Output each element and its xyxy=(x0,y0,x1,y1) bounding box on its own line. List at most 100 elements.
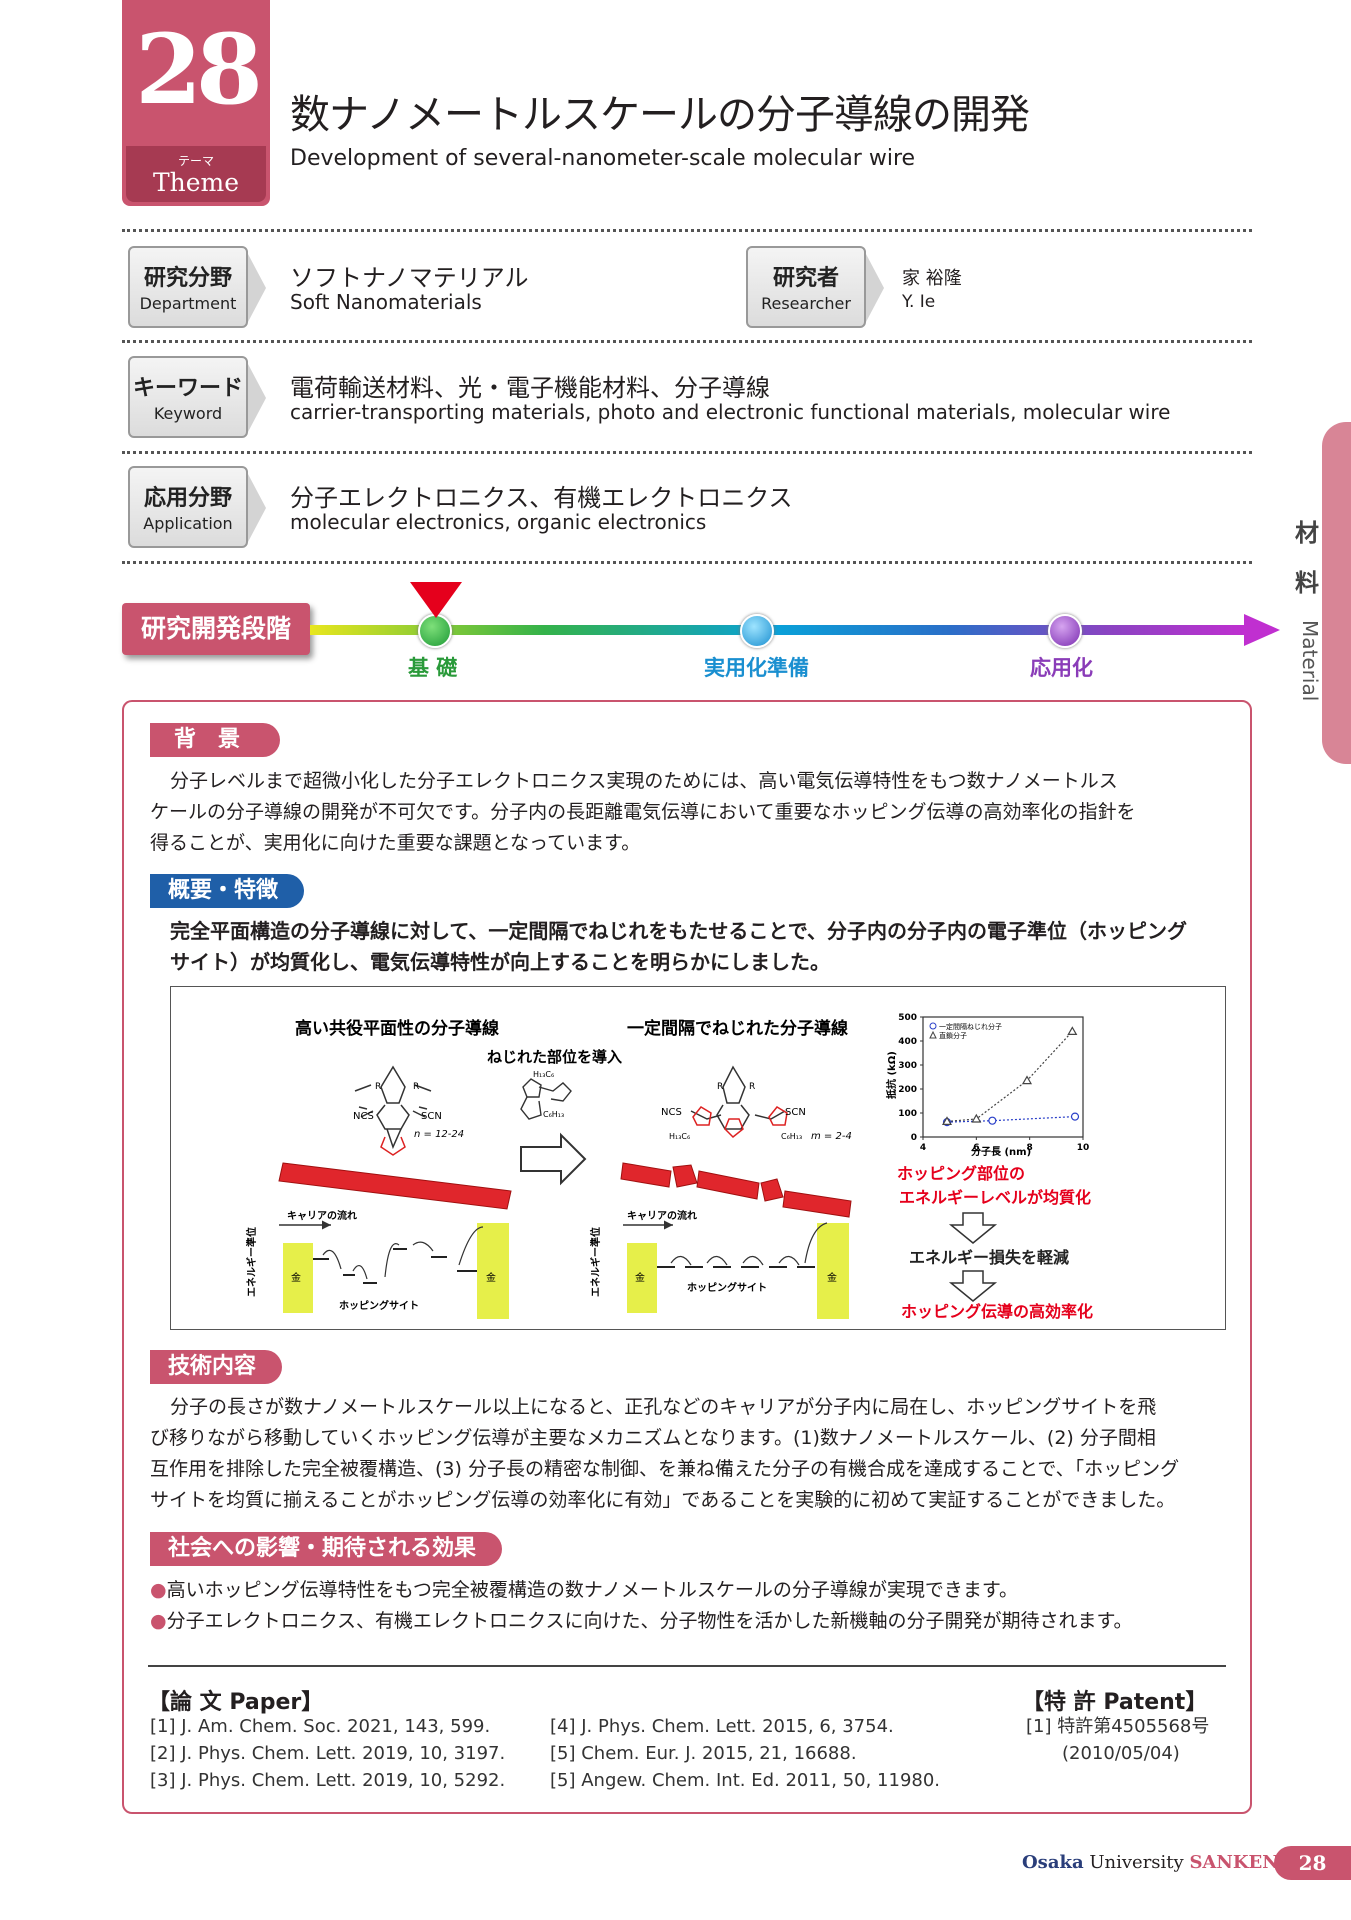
ncs-label: NCS xyxy=(661,1107,682,1118)
text-line: ケールの分子導線の開発が不可欠です。分子内の長距離電気伝導において重要なホッピン… xyxy=(150,801,1136,823)
hopping-levels xyxy=(313,1248,477,1284)
bullet-text: 分子エレクトロニクス、有機エレクトロニクスに向けた、分子物性を活かした新機軸の分… xyxy=(166,1610,1133,1632)
side-category-en: Material xyxy=(1298,620,1322,702)
left-title: 高い共役平面性の分子導線 xyxy=(295,1018,499,1039)
hexyl-bottom: C₆H₁₃ xyxy=(543,1110,564,1119)
researcher-label-jp: 研究者 xyxy=(772,266,839,291)
text-line: サイト）が均質化し、電気伝導特性が向上することを明らかにしました。 xyxy=(170,950,830,974)
paper-item: [5] Angew. Chem. Int. Ed. 2011, 50, 1198… xyxy=(550,1770,941,1791)
keyword-value-en: carrier-transporting materials, photo an… xyxy=(290,400,1171,424)
divider xyxy=(122,561,1252,564)
current-stage-marker-icon xyxy=(410,582,462,618)
section-overview-text: 完全平面構造の分子導線に対して、一定間隔でねじれをもたせることで、分子内の分子内… xyxy=(170,916,1230,978)
figure: 高い共役平面性の分子導線 R R NCS SCN n = 12-24 ねじれた部… xyxy=(170,986,1226,1330)
researcher-name-en: Y. Ie xyxy=(902,292,936,312)
scn-label: SCN xyxy=(421,1111,442,1122)
stage-step-preparation: 実用化準備 xyxy=(704,656,809,680)
chart-point-triangle xyxy=(1021,1075,1033,1085)
side-category-jp: 材料 xyxy=(1295,519,1319,597)
chart-ytick-label: 300 xyxy=(898,1061,917,1071)
gold-label: 金 xyxy=(291,1271,301,1284)
side-category-tab xyxy=(1322,422,1351,764)
paper-item: [5] Chem. Eur. J. 2015, 21, 16688. xyxy=(550,1743,857,1764)
text-line: 分子の長さが数ナノメートルスケール以上になると、正孔などのキャリアが分子内に局在… xyxy=(170,1396,1157,1418)
chart-point-circle xyxy=(988,1116,997,1125)
chart-xtick-label: 10 xyxy=(1077,1143,1090,1153)
references-divider xyxy=(148,1665,1226,1667)
section-impact-title: 社会への影響・期待される効果 xyxy=(150,1532,503,1566)
legend-triangle-icon xyxy=(929,1030,937,1039)
carrier-flow-label: キャリアの流れ xyxy=(627,1209,697,1222)
legend-entry-linear: 直鎖分子 xyxy=(939,1031,967,1040)
stage-dot-preparation xyxy=(740,614,774,648)
legend-entry-twisted: 一定間隔ねじれ分子 xyxy=(939,1022,1002,1031)
text-line: 得ることが、実用化に向けた重要な課題となっています。 xyxy=(150,832,641,854)
theme-number: 28 xyxy=(135,13,263,126)
page-title-jp: 数ナノメートルスケールの分子導線の開発 xyxy=(290,92,1030,138)
stage-step-application: 応用化 xyxy=(1030,656,1093,680)
right-m-label: m = 2-4 xyxy=(811,1131,852,1142)
chart-ytick-label: 0 xyxy=(911,1133,917,1143)
stage-arrow-icon xyxy=(1244,614,1280,646)
chart-point-circle xyxy=(1070,1112,1080,1121)
substituent-r: R xyxy=(413,1082,419,1092)
patent-list: [1] 特許第4505568号 (2010/05/04) xyxy=(1026,1713,1209,1767)
hopping-site-label: ホッピングサイト xyxy=(687,1281,767,1294)
chart-point-triangle xyxy=(1067,1026,1078,1035)
keyword-label-jp: キーワード xyxy=(132,376,243,401)
hopping-arcs xyxy=(322,1226,484,1280)
gold-electrode xyxy=(627,1243,657,1313)
patent-item: (2010/05/04) xyxy=(1062,1743,1180,1764)
result-line-3: エネルギー損失を軽減 xyxy=(909,1248,1069,1267)
left-molecular-wire-bar xyxy=(278,1162,512,1210)
introduce-label: ねじれた部位を導入 xyxy=(487,1048,622,1066)
stage-progress-line xyxy=(310,625,1248,635)
substituent-r: R xyxy=(717,1082,723,1092)
theme-label-box: テーマ Theme xyxy=(126,146,266,202)
department-label-jp: 研究分野 xyxy=(143,266,232,291)
stage-dot-application xyxy=(1048,614,1082,648)
chart-series-line xyxy=(946,1116,1076,1123)
result-line-2: エネルギーレベルが均質化 xyxy=(899,1188,1091,1207)
tag-arrow xyxy=(248,474,266,542)
text-line: 分子レベルまで超微小化した分子エレクトロニクス実現のためには、高い電気伝導特性を… xyxy=(170,770,1118,792)
right-title: 一定間隔でねじれた分子導線 xyxy=(627,1018,848,1039)
section-overview-title: 概要・特徴 xyxy=(150,874,305,908)
section-background-text: 分子レベルまで超微小化した分子エレクトロニクス実現のためには、高い電気伝導特性を… xyxy=(150,766,1230,859)
list-item: ●分子エレクトロニクス、有機エレクトロニクスに向けた、分子物性を活かした新機軸の… xyxy=(150,1606,1230,1637)
right-thiophenes xyxy=(692,1106,788,1139)
right-molecular-wire-bar xyxy=(620,1162,852,1218)
gold-electrode xyxy=(283,1243,313,1313)
chart-xlabel: 分子長 (nm) xyxy=(971,1145,1031,1158)
chart-ylabel: 抵抗 (kΩ) xyxy=(885,1051,898,1099)
substituent-r: R xyxy=(375,1082,381,1092)
ncs-label: NCS xyxy=(353,1111,374,1122)
paper-heading: 【論 文 Paper】 xyxy=(148,1690,324,1715)
chart-xtick-label: 4 xyxy=(920,1143,926,1153)
left-molecule xyxy=(354,1065,432,1156)
transform-arrow-icon xyxy=(520,1132,587,1186)
down-arrow-icon xyxy=(948,1270,998,1302)
gold-label: 金 xyxy=(635,1271,645,1284)
keyword-label-en: Keyword xyxy=(153,404,223,423)
down-arrow-icon xyxy=(948,1212,998,1244)
hopping-site-label: ホッピングサイト xyxy=(339,1299,419,1312)
scn-label: SCN xyxy=(785,1107,806,1118)
hexyl-bottom: C₆H₁₃ xyxy=(781,1132,802,1141)
stage-label: 研究開発段階 xyxy=(122,603,310,655)
footer-sanken: SANKEN xyxy=(1189,1852,1279,1873)
paper-item: [2] J. Phys. Chem. Lett. 2019, 10, 3197. xyxy=(150,1743,506,1764)
bullet-icon: ● xyxy=(150,1610,167,1632)
stage-step-basic: 基 礎 xyxy=(408,656,458,680)
section-technology-title: 技術内容 xyxy=(150,1350,283,1384)
page-title-en: Development of several-nanometer-scale m… xyxy=(290,146,916,171)
substituent-r: R xyxy=(749,1082,755,1092)
footer-osaka: Osaka xyxy=(1022,1852,1084,1873)
chart-xtick-label: 6 xyxy=(973,1143,979,1153)
figure-diagram: 高い共役平面性の分子導線 R R NCS SCN n = 12-24 ねじれた部… xyxy=(245,1013,1093,1321)
tag-arrow xyxy=(248,254,266,322)
application-label-en: Application xyxy=(143,514,233,533)
footer-org: Osaka University SANKEN xyxy=(1022,1852,1279,1873)
chart-ytick-label: 500 xyxy=(898,1013,917,1023)
